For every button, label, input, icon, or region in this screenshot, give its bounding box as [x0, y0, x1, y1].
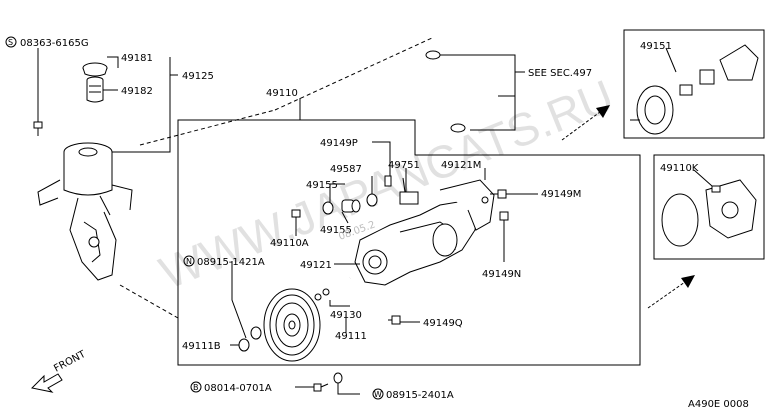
label-49151[interactable]: 49151	[640, 41, 672, 52]
hose-clamp-bottom	[450, 123, 466, 133]
drawing-code: A490E 0008	[688, 399, 749, 410]
label-49110A[interactable]: 49110A	[270, 238, 309, 249]
return-hose[interactable]	[425, 50, 473, 133]
leader-49125	[112, 57, 171, 153]
mount-bracket	[69, 197, 117, 281]
label-08014[interactable]: 08014-0701A	[204, 383, 272, 394]
leader-49130	[329, 300, 350, 307]
guide-dash-2	[139, 109, 276, 146]
bolt-49149Q[interactable]	[388, 315, 401, 325]
leader-49155a	[329, 183, 345, 202]
label-49110[interactable]: 49110	[266, 88, 298, 99]
union-49587[interactable]	[341, 199, 361, 213]
label-49111B[interactable]: 49111B	[182, 341, 221, 352]
nut-49111B[interactable]	[238, 326, 262, 352]
bolt-49149N[interactable]	[499, 211, 509, 236]
sensor-49149P[interactable]	[384, 175, 392, 187]
front-label: FRONT	[52, 348, 88, 374]
label-49121M[interactable]: 49121M	[441, 160, 481, 171]
prefix-circle-w	[372, 388, 384, 400]
leader-49181	[107, 56, 119, 68]
bracket-left	[37, 179, 61, 206]
label-49181[interactable]: 49181	[121, 53, 153, 64]
reservoir-neck	[78, 147, 98, 157]
label-49125[interactable]: 49125	[182, 71, 214, 82]
label-49130[interactable]: 49130	[330, 310, 362, 321]
leader-see-sec	[440, 54, 516, 131]
label-49111[interactable]: 49111	[335, 331, 367, 342]
shaft-49130[interactable]	[311, 276, 351, 302]
label-08915-1421[interactable]: 08915-1421A	[197, 257, 265, 268]
leader-49155b	[341, 211, 349, 224]
prefix-circle-b	[190, 381, 202, 393]
cap-49181[interactable]	[82, 62, 108, 77]
label-08363[interactable]: 08363-6165G	[20, 38, 89, 49]
inset-49151-frame	[623, 29, 765, 139]
label-49751[interactable]: 49751	[388, 160, 420, 171]
prefix-b: B	[193, 383, 199, 392]
washer-08915-2401[interactable]	[333, 372, 343, 384]
bolt-08014[interactable]	[313, 383, 329, 392]
pump-assembly-frame	[177, 119, 641, 366]
label-49149Q[interactable]: 49149Q	[423, 318, 463, 329]
bolt-49110A[interactable]	[291, 209, 301, 225]
label-49149P[interactable]: 49149P	[320, 138, 358, 149]
arrow-to-inset-top	[561, 105, 610, 141]
label-49155b[interactable]: 49155	[320, 225, 352, 236]
label-08915-2401[interactable]: 08915-2401A	[386, 390, 454, 401]
pump-body-49110[interactable]	[354, 179, 495, 286]
label-49155a[interactable]: 49155	[306, 180, 338, 191]
prefix-n: N	[186, 257, 192, 266]
bracket-49121M	[439, 179, 495, 231]
front-arrow-icon	[30, 373, 63, 393]
prefix-circle-n	[183, 255, 195, 267]
inset-49110K-frame	[653, 154, 765, 260]
arrow-to-inset-bottom	[647, 275, 695, 309]
pump-rear-cover	[432, 223, 458, 257]
prefix-s: S	[8, 38, 13, 47]
label-49149M[interactable]: 49149M	[541, 189, 581, 200]
bracket-hole	[88, 236, 100, 248]
filter-49182[interactable]	[86, 76, 104, 103]
bracket-strut	[99, 195, 111, 216]
guide-dash-3	[274, 37, 433, 111]
washer-49155-b[interactable]	[366, 193, 378, 207]
leader-08915-2401	[337, 383, 360, 395]
connector-49751[interactable]	[399, 177, 419, 205]
hose-clamp-top	[425, 50, 441, 60]
reservoir-assembly[interactable]	[37, 142, 133, 281]
label-49149N[interactable]: 49149N	[482, 269, 521, 280]
bolt-08363[interactable]	[33, 121, 43, 136]
leader-08915-1421	[231, 261, 247, 339]
reservoir-body	[63, 152, 113, 196]
label-49182[interactable]: 49182	[121, 86, 153, 97]
leader-49149P	[372, 141, 391, 176]
label-49587[interactable]: 49587	[330, 164, 362, 175]
washer-49155[interactable]	[322, 201, 334, 215]
prefix-w: W	[374, 390, 382, 399]
pulley-49111[interactable]	[263, 288, 321, 362]
label-see-sec[interactable]: SEE SEC.497	[528, 68, 592, 79]
inset-49151[interactable]	[630, 44, 759, 135]
label-49110K[interactable]: 49110K	[660, 163, 699, 174]
inset-49110K[interactable]	[661, 169, 757, 247]
bracket-right	[111, 184, 133, 211]
prefix-circle-s	[5, 36, 17, 48]
label-49121[interactable]: 49121	[300, 260, 332, 271]
